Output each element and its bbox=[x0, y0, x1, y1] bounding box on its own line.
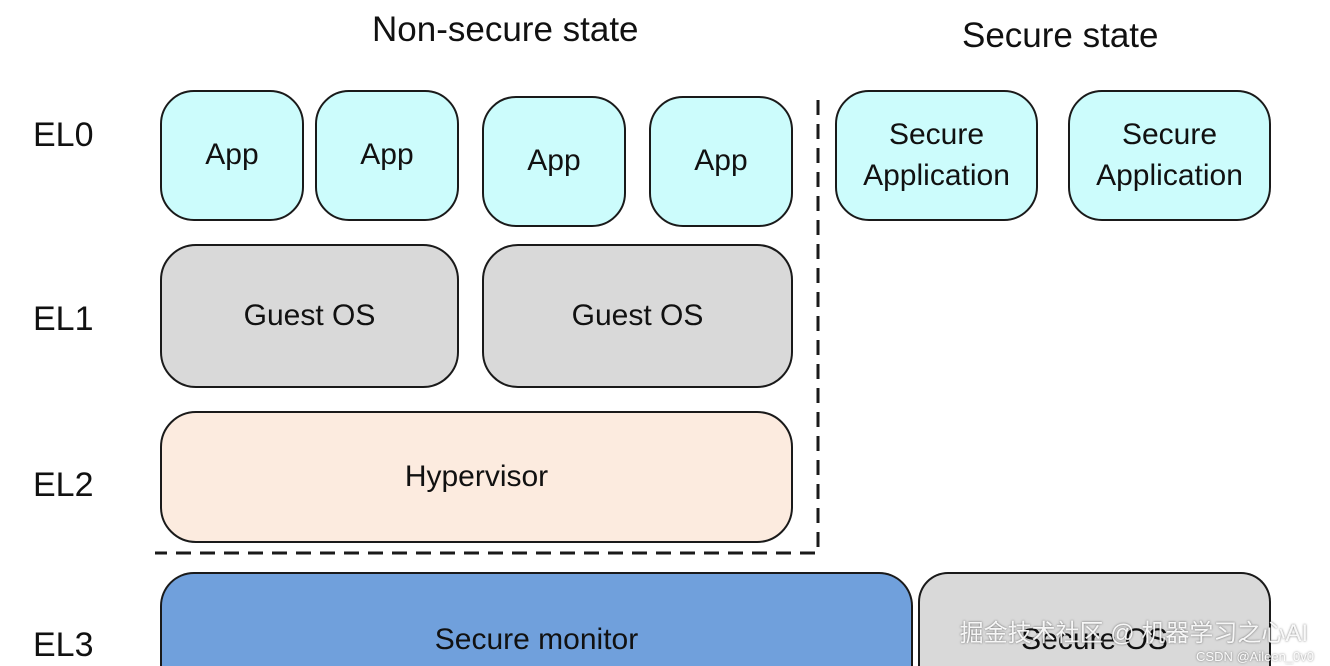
hypervisor-box: Hypervisor bbox=[160, 411, 793, 543]
app-box: App bbox=[482, 96, 626, 227]
secure-state-title: Secure state bbox=[962, 16, 1159, 55]
app-label: App bbox=[360, 138, 414, 172]
app-box: App bbox=[315, 90, 459, 221]
secure-application-label: Secure Application bbox=[863, 118, 1010, 192]
secure-os-label: Secure OS bbox=[1021, 623, 1168, 656]
secure-application-box: Secure Application bbox=[1068, 90, 1271, 221]
app-label: App bbox=[694, 144, 748, 178]
guest-os-label: Guest OS bbox=[243, 298, 376, 332]
guest-os-label: Guest OS bbox=[571, 298, 704, 332]
guest-os-box: Guest OS bbox=[160, 244, 459, 388]
guest-os-box: Guest OS bbox=[482, 244, 793, 388]
non-secure-state-title: Non-secure state bbox=[372, 10, 639, 49]
secure-monitor-label: Secure monitor bbox=[434, 623, 639, 656]
watermark-text: 掘金技术社区 @ 机器学习之心AI bbox=[959, 620, 1308, 647]
app-box: App bbox=[160, 90, 304, 221]
el2-label: EL2 bbox=[33, 466, 94, 504]
secure-application-box: Secure Application bbox=[835, 90, 1038, 221]
secure-os-box: Secure OS bbox=[918, 572, 1271, 666]
el1-label: EL1 bbox=[33, 300, 94, 338]
secure-application-label: Secure Application bbox=[1096, 118, 1243, 192]
el0-label: EL0 bbox=[33, 116, 94, 154]
hypervisor-label: Hypervisor bbox=[404, 459, 549, 493]
secure-monitor-box: Secure monitor bbox=[160, 572, 913, 666]
app-label: App bbox=[527, 144, 581, 178]
el3-label: EL3 bbox=[33, 626, 94, 664]
app-label: App bbox=[205, 138, 259, 172]
credit-text: CSDN @Aileen_0v0 bbox=[1196, 649, 1314, 664]
app-box: App bbox=[649, 96, 793, 227]
